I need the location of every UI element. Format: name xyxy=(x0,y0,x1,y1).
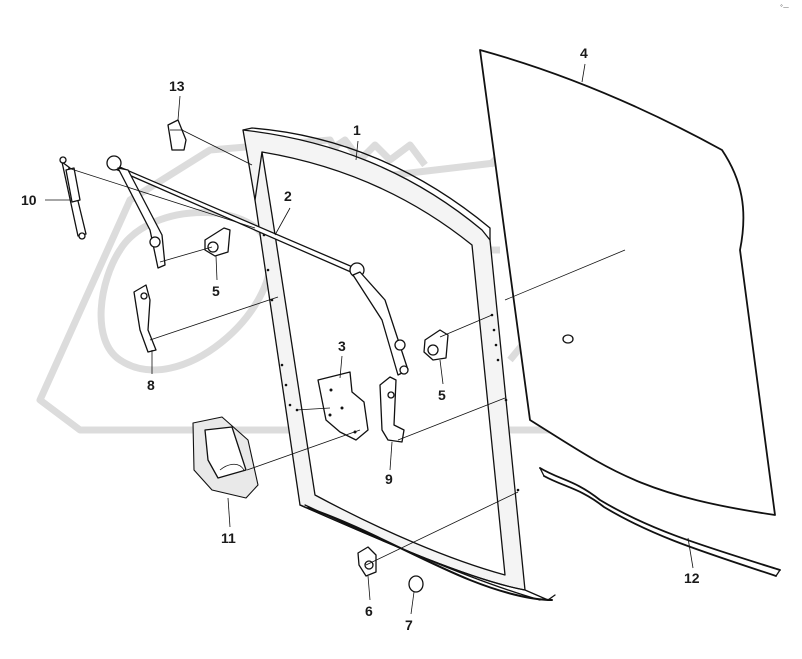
callout-11: 11 xyxy=(221,530,236,546)
callout-4: 4 xyxy=(580,45,588,61)
bushing-7 xyxy=(408,575,424,593)
hinge-block-left xyxy=(204,227,231,257)
door-handle xyxy=(379,376,405,443)
bracket-13 xyxy=(167,119,187,151)
callout-5-left: 5 xyxy=(212,283,220,299)
callout-2: 2 xyxy=(284,188,292,204)
callout-7: 7 xyxy=(405,617,413,633)
corner-mark: °— xyxy=(780,4,789,11)
callout-12: 12 xyxy=(684,570,700,586)
callout-6: 6 xyxy=(365,603,373,619)
latch-bracket xyxy=(133,284,157,353)
callout-1: 1 xyxy=(353,122,361,138)
callout-9: 9 xyxy=(385,471,393,487)
hinge-rod-assembly xyxy=(106,155,409,376)
pad-11 xyxy=(192,416,259,499)
seal-strip xyxy=(539,467,781,577)
callout-8: 8 xyxy=(147,377,155,393)
mounting-plate xyxy=(317,371,369,441)
callout-10: 10 xyxy=(21,192,37,208)
leader-lines xyxy=(45,63,694,615)
callout-13: 13 xyxy=(169,78,185,94)
callout-labels: 1 2 3 4 5 5 6 7 8 9 10 11 12 13 xyxy=(21,45,700,633)
glass-panel xyxy=(479,49,776,516)
assembly-lines xyxy=(67,129,626,566)
callout-5-right: 5 xyxy=(438,387,446,403)
hinge-block-right xyxy=(423,329,449,361)
callout-3: 3 xyxy=(338,338,346,354)
